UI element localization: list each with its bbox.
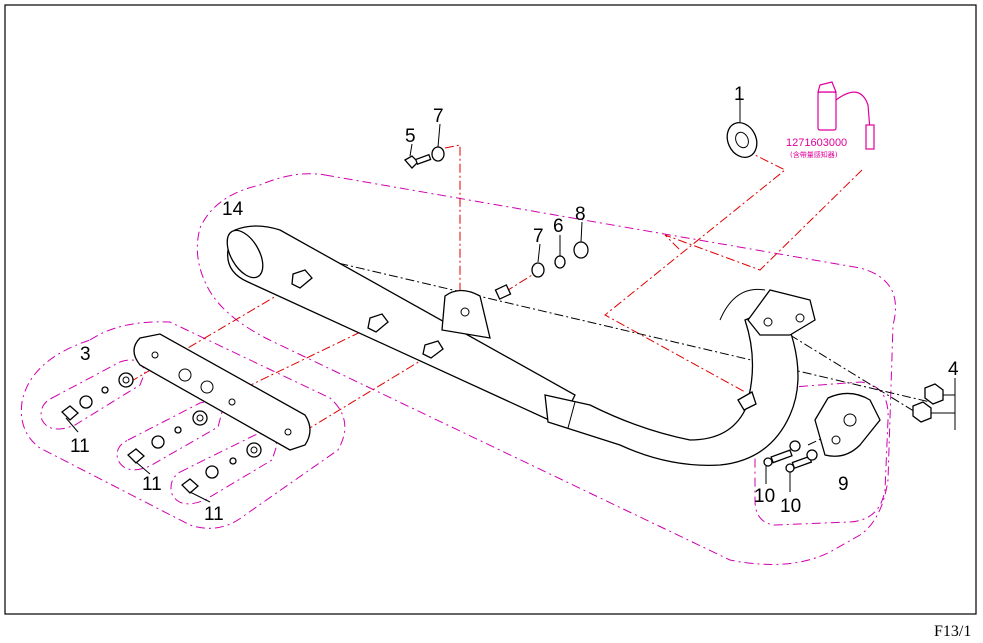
leader-8: [580, 221, 583, 243]
callout-11b: 11: [142, 474, 162, 495]
callout-8: 8: [575, 204, 586, 225]
sensor-note: (含帶量感知器): [790, 150, 838, 159]
callout-1: 1: [734, 84, 745, 105]
sensor-part-number: 1271603000: [786, 137, 847, 149]
bolt-set-a: [61, 372, 134, 421]
assembly-line-gasket: [604, 149, 786, 393]
page-code: F13/1: [934, 623, 971, 640]
assembly-line-sensor: [664, 169, 863, 271]
assembly-line-bolt5: [444, 144, 461, 318]
bracket-part-9: [814, 392, 881, 457]
callout-11a: 11: [70, 436, 90, 457]
nut-part-8: [573, 241, 589, 259]
washer-part-7b: [531, 262, 545, 278]
bolt-set-c: [181, 442, 262, 494]
callout-3: 3: [80, 344, 91, 365]
leader-5: [409, 143, 413, 157]
callout-10b: 10: [780, 496, 801, 517]
muffler-part-14: [226, 225, 816, 466]
leader-11c: [189, 491, 211, 503]
gasket-part-1: [726, 121, 758, 159]
group-outline-heat-shield: [20, 321, 346, 529]
nut-part-4: [912, 383, 944, 423]
bolt-set-b: [127, 410, 208, 464]
group-outline-bolt-b: [116, 401, 223, 471]
callout-9: 9: [838, 474, 849, 495]
callout-7a: 7: [433, 106, 444, 127]
assembly-line-shield-2: [229, 324, 376, 396]
group-outline-muffler: [196, 173, 897, 565]
bolt-part-5: [403, 153, 432, 169]
leader-7b: [537, 243, 541, 263]
callout-10a: 10: [754, 486, 775, 507]
leader-11a: [65, 417, 79, 433]
leader-7a: [437, 123, 441, 148]
assembly-line-nut-1: [239, 239, 931, 403]
washer-part-7a: [431, 146, 445, 162]
callout-4: 4: [948, 359, 959, 380]
callout-14: 14: [222, 199, 244, 220]
group-outline-bolt-a: [40, 359, 146, 430]
callout-6: 6: [553, 216, 564, 237]
callout-11c: 11: [204, 504, 224, 525]
heat-shield-part-3: [133, 333, 311, 451]
oxygen-sensor-icon: [817, 81, 875, 150]
assembly-line-nut-2: [789, 334, 926, 419]
assembly-line-shield-3: [289, 354, 431, 441]
callout-7b: 7: [533, 226, 544, 247]
spring-washer-part-6: [554, 255, 566, 269]
callout-5: 5: [405, 126, 416, 147]
assembly-line-shield-1: [129, 281, 301, 383]
leader-11b: [135, 461, 151, 475]
bolt-part-10: [763, 440, 818, 473]
diagram-frame: [4, 4, 977, 615]
collar: [494, 284, 512, 300]
